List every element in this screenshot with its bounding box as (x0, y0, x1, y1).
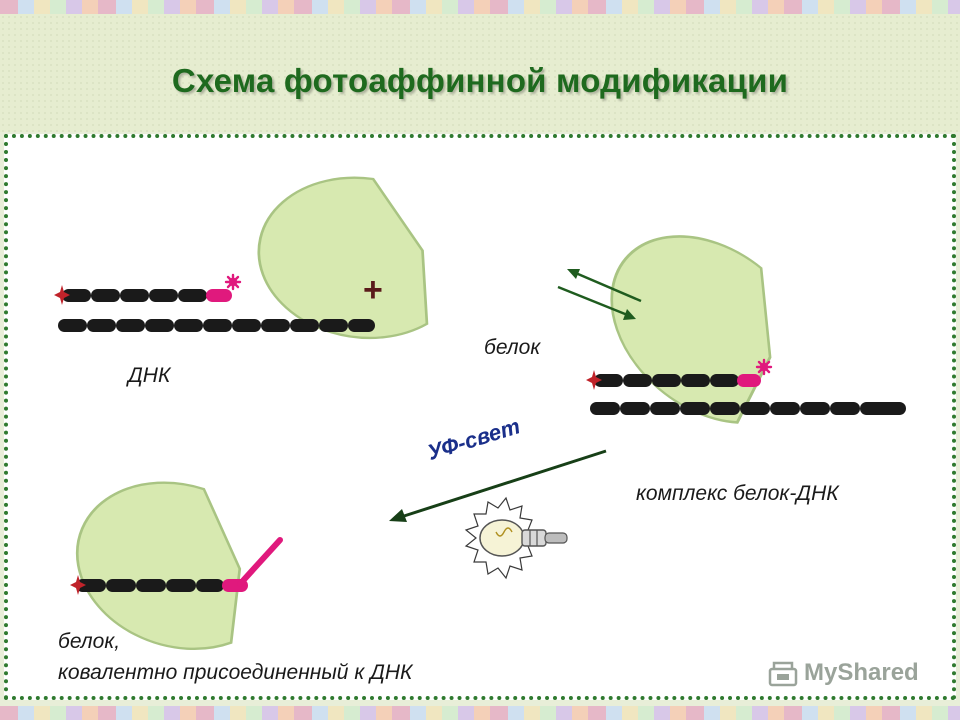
label-complex: комплекс белок-ДНК (636, 482, 839, 505)
watermark: MyShared (768, 657, 919, 689)
star-marker-icon (70, 575, 86, 595)
uv-arrow (389, 449, 607, 522)
equilibrium-arrows (557, 269, 642, 320)
label-dna: ДНК (128, 364, 171, 387)
plus-sign: + (363, 271, 383, 309)
label-covalent-line2: ковалентно присоединенный к ДНК (58, 661, 413, 684)
label-protein: белок (484, 336, 541, 359)
page-title: Схема фотоаффинной модификации (171, 62, 789, 99)
star-marker-icon (54, 285, 70, 305)
watermark-text: MyShared (804, 659, 919, 686)
label-covalent-line1: белок, (58, 630, 121, 653)
dna-top-strand-free (62, 289, 232, 302)
light-bulb-icon (464, 496, 568, 580)
photo-reactive-burst-icon (224, 273, 242, 291)
dna-bottom-strand-free (58, 319, 375, 332)
star-marker-icon (586, 370, 602, 390)
label-covalent-protein: белок, ковалентно присоединенный к ДНК (58, 626, 412, 688)
dna-top-strand-complex (594, 374, 761, 387)
dna-bottom-strand-complex (590, 402, 906, 415)
photo-reactive-burst-icon (755, 358, 773, 376)
covalent-crosslink (237, 537, 283, 587)
title-band: Схема фотоаффинной модификации (0, 14, 960, 132)
watermark-logo-icon (768, 661, 798, 687)
decorative-stripe-bottom (0, 706, 960, 720)
dna-strand-bound (76, 579, 248, 592)
decorative-stripe-top (0, 0, 960, 14)
